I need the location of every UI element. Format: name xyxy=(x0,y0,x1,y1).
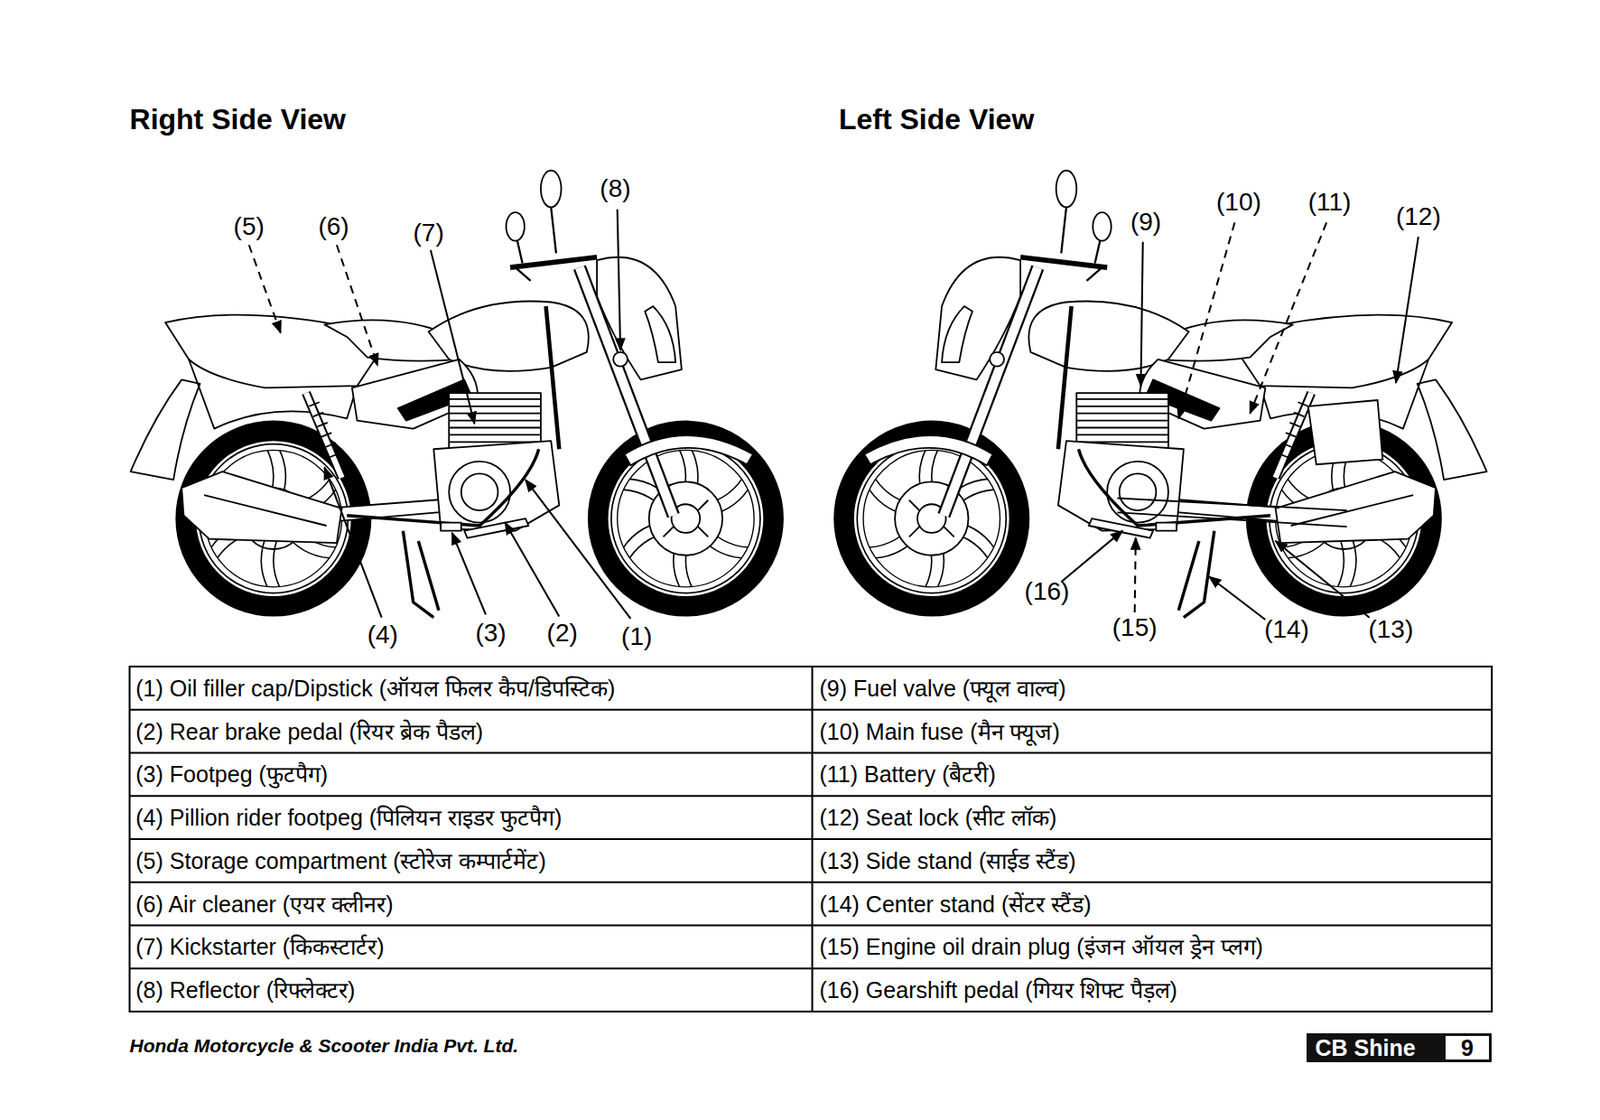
left-side-bike xyxy=(844,170,1488,618)
callout-number: (12) xyxy=(1395,201,1442,231)
table-cell: (9) Fuel valve (फ्यूल वाल्व) xyxy=(818,674,1066,701)
box-text: 9 xyxy=(1445,1035,1489,1060)
table-cell: (4) Pillion rider footpeg (पिलियन राइडर … xyxy=(135,804,562,831)
table-cell: (5) Storage compartment (स्टोरेज कम्पार्… xyxy=(135,846,546,874)
table-cell: (1) Oil filler cap/Dipstick (ऑयल फिलर कै… xyxy=(135,674,615,701)
leader-line xyxy=(504,522,559,617)
table-cell: (15) Engine oil drain plug (इंजन ऑयल ड्र… xyxy=(818,933,1263,960)
table-cell: (16) Gearshift pedal (गियर शिफ्ट पैड़ल) xyxy=(818,976,1177,1004)
leader-line xyxy=(1134,538,1136,613)
publisher-footer: Honda Motorcycle & Scooter India Pvt. Lt… xyxy=(130,1034,520,1057)
table-cell: (2) Rear brake pedal (रियर ब्रेक पैडल) xyxy=(135,717,484,745)
model-tag: CB Shine 9 xyxy=(1306,1032,1493,1063)
leader-line xyxy=(1178,222,1235,419)
leader-line xyxy=(1275,540,1370,618)
callout-number: (2) xyxy=(547,618,578,648)
table-cell: (11) Battery (बैटरी) xyxy=(818,761,996,788)
callout-number: (15) xyxy=(1112,613,1158,642)
table-cell: (3) Footpeg (फुटपैग) xyxy=(135,761,328,788)
callout-number: (4) xyxy=(367,620,399,650)
leader-line xyxy=(336,244,378,365)
callout-number: (1) xyxy=(621,622,652,652)
leader-line xyxy=(1060,530,1123,583)
table-rules xyxy=(130,666,1493,1012)
parts-table-grid xyxy=(130,666,1493,1012)
view-title: Left Side View xyxy=(838,102,1034,137)
leader-lines xyxy=(249,209,1419,620)
callout-number: (13) xyxy=(1367,614,1414,644)
callout-number: (5) xyxy=(233,212,265,242)
table-cell: (13) Side stand (साईड स्टैंड) xyxy=(818,846,1076,874)
box-text: CB Shine xyxy=(1315,1032,1416,1063)
table-cell: (8) Reflector (रिफ्लेक्टर) xyxy=(135,976,355,1004)
callout-number: (9) xyxy=(1130,207,1162,237)
callout-number: (16) xyxy=(1024,576,1070,606)
table-border xyxy=(130,666,1493,1012)
table-cell: (7) Kickstarter (किकस्टार्टर) xyxy=(135,933,384,960)
table-cell: (14) Center stand (सेंटर स्टैंड) xyxy=(818,890,1091,917)
drive-chain xyxy=(1116,497,1347,527)
callout-number: (3) xyxy=(474,618,506,648)
view-title: Right Side View xyxy=(130,102,346,137)
right-side-bike xyxy=(130,170,774,618)
leader-line xyxy=(617,209,621,351)
battery-box xyxy=(1308,400,1383,465)
leader-line xyxy=(1249,222,1327,413)
callout-number: (11) xyxy=(1308,187,1352,217)
leader-line xyxy=(1395,236,1419,383)
leader-line xyxy=(324,467,382,618)
callout-number: (14) xyxy=(1264,614,1310,644)
leader-line xyxy=(249,244,281,333)
leader-line xyxy=(1140,241,1143,386)
leader-line xyxy=(430,250,475,424)
callout-number: (7) xyxy=(413,218,445,248)
callout-number: (6) xyxy=(317,212,349,242)
leader-line xyxy=(1209,576,1266,620)
table-cell: (12) Seat lock (सीट लॉक) xyxy=(818,804,1057,831)
leader-line xyxy=(452,532,486,614)
table-cell: (6) Air cleaner (एयर क्लीनर) xyxy=(135,890,393,917)
callout-number: (8) xyxy=(599,174,631,204)
leader-line xyxy=(525,479,631,619)
table-cell: (10) Main fuse (मैन फ्यूज) xyxy=(818,717,1060,745)
artwork xyxy=(130,170,1493,1012)
page-number-box: 9 xyxy=(1444,1034,1490,1061)
callout-number: (10) xyxy=(1216,187,1262,217)
